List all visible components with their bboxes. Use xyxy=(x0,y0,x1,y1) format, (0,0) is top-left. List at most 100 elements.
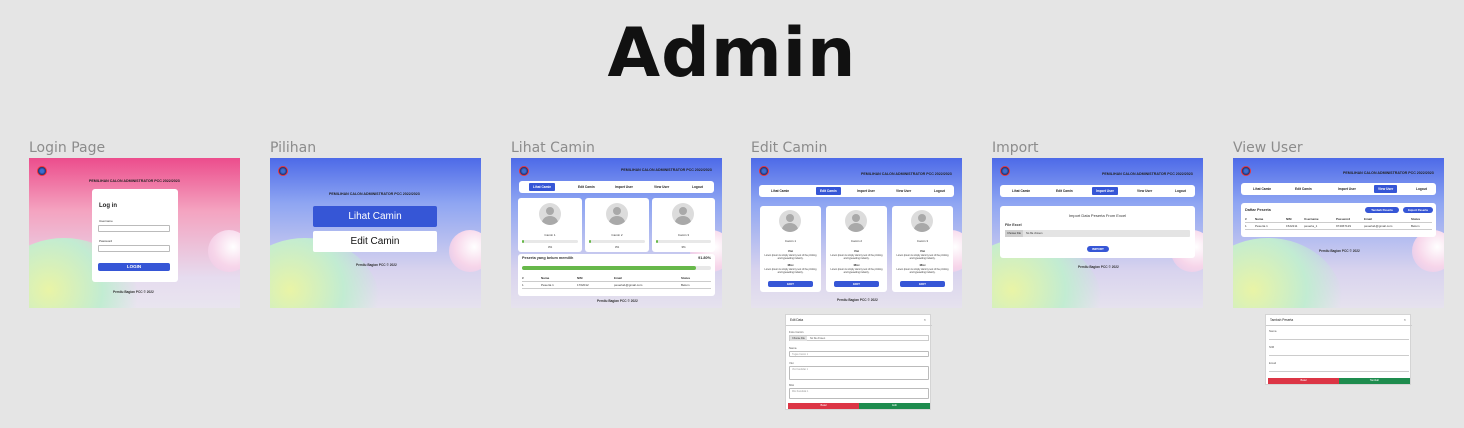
nav-view-user[interactable]: View User xyxy=(896,189,912,193)
vote-percent: 3% xyxy=(681,245,686,249)
nav-view-user[interactable]: View User xyxy=(1374,185,1398,193)
nama-input[interactable] xyxy=(1269,339,1409,340)
email-label: Email xyxy=(1269,361,1276,365)
login-frame: PEMILIHAN CALON ADMINISTRATOR PCC 2022/2… xyxy=(29,158,240,308)
password-label: Password xyxy=(99,239,113,243)
td-no: 1 xyxy=(522,283,524,287)
edit-button[interactable]: EDIT xyxy=(834,281,879,287)
password-input[interactable] xyxy=(98,245,170,252)
username-input[interactable] xyxy=(98,225,170,232)
td-status: Belum xyxy=(1411,224,1420,228)
candidate-name: Camin 3 xyxy=(916,239,929,243)
footer: Pemilu Bagian PCC © 2022 xyxy=(356,263,397,267)
edit-camin-button[interactable]: Edit Camin xyxy=(313,231,437,252)
vote-percent: 3% xyxy=(614,245,620,249)
footer: Pemilu Bagian PCC © 2022 xyxy=(837,298,878,302)
candidate-card: Camin 3 Visi Lorem Ipsum is simply dummy… xyxy=(892,206,953,292)
th-status: Status xyxy=(681,276,691,280)
candidate-name: Camin 3 xyxy=(677,233,690,237)
nav-import-user[interactable]: Import User xyxy=(1338,187,1356,191)
table-divider xyxy=(522,281,711,282)
brand-header: PEMILIHAN CALON ADMINISTRATOR PCC 2022/2… xyxy=(621,168,712,172)
edit-button[interactable]: EDIT xyxy=(900,281,945,287)
nav-edit-camin[interactable]: Edit Camin xyxy=(816,187,841,195)
nav-logout[interactable]: Logout xyxy=(1416,187,1427,191)
misi-label: Misi xyxy=(789,383,794,387)
visi-label: Visi xyxy=(919,249,926,253)
choose-file-button[interactable]: Choose File xyxy=(790,336,807,341)
candidate-name: Camin 1 xyxy=(784,239,797,243)
table-divider xyxy=(522,288,711,289)
nama-input[interactable]: Tugas Camin 1 xyxy=(789,351,929,357)
candidate-card: Camin 1 Visi Lorem Ipsum is simply dummy… xyxy=(760,206,821,292)
nav-import-user[interactable]: Import User xyxy=(857,189,875,193)
nav-logout[interactable]: Logout xyxy=(692,185,703,189)
lihat-frame: PEMILIHAN CALON ADMINISTRATOR PCC 2022/2… xyxy=(511,158,722,308)
misi-text: Lorem Ipsum is simply dummy text of the … xyxy=(764,268,817,274)
edit-frame: PEMILIHAN CALON ADMINISTRATOR PCC 2022/2… xyxy=(751,158,962,308)
nav-lihat-camin[interactable]: Lihat Camin xyxy=(529,183,556,191)
save-button[interactable]: Tambah xyxy=(1339,378,1410,384)
edit-button[interactable]: EDIT xyxy=(768,281,813,287)
login-button[interactable]: LOGIN xyxy=(98,263,170,271)
nav-bar: Lihat Camin Edit Camin Import User View … xyxy=(1241,183,1436,195)
candidate-card: Camin 3 3% xyxy=(652,198,715,252)
frame-label-view: View User xyxy=(1233,140,1303,156)
username-label: Username xyxy=(99,219,113,223)
voters-card: Peserta yang belum memilih 91.80% # Nama… xyxy=(518,254,715,296)
th-username: Username xyxy=(1304,217,1319,221)
lihat-camin-button[interactable]: Lihat Camin xyxy=(313,206,437,227)
th-nama: Nama xyxy=(541,276,550,280)
nav-view-user[interactable]: View User xyxy=(654,185,670,189)
th-password: Password xyxy=(1336,217,1351,221)
th-status: Status xyxy=(1411,217,1421,221)
add-user-button[interactable]: Tambah Peserta xyxy=(1365,207,1399,213)
choose-file-button[interactable]: Choose File xyxy=(1005,230,1023,237)
vote-progress xyxy=(656,240,711,243)
export-button[interactable]: Export Peserta xyxy=(1403,207,1433,213)
nav-logout[interactable]: Logout xyxy=(1175,189,1186,193)
brand-header: PEMILIHAN CALON ADMINISTRATOR PCC 2022/2… xyxy=(1102,172,1193,176)
nav-logout[interactable]: Logout xyxy=(934,189,945,193)
candidate-card: Camin 1 3% xyxy=(518,198,582,252)
nav-import-user[interactable]: Import User xyxy=(1092,187,1118,195)
visi-textarea[interactable]: Visi Kandidat 1 xyxy=(789,366,929,380)
file-input[interactable]: Choose File No file chosen xyxy=(1005,230,1190,237)
nav-edit-camin[interactable]: Edit Camin xyxy=(1295,187,1312,191)
nav-edit-camin[interactable]: Edit Camin xyxy=(1056,189,1073,193)
foto-input[interactable]: Choose File No file chosen xyxy=(789,335,929,341)
nim-input[interactable] xyxy=(1269,355,1409,356)
visi-label: Visi xyxy=(787,249,794,253)
nav-lihat-camin[interactable]: Lihat Camin xyxy=(771,189,790,193)
nav-view-user[interactable]: View User xyxy=(1137,189,1153,193)
voters-title: Peserta yang belum memilih xyxy=(522,256,574,260)
decor-orb xyxy=(449,230,481,272)
candidate-name: Camin 1 xyxy=(544,233,556,237)
nav-edit-camin[interactable]: Edit Camin xyxy=(578,185,595,189)
file-status: No file chosen xyxy=(810,337,826,340)
import-button[interactable]: IMPORT xyxy=(1087,246,1109,252)
misi-textarea[interactable]: Misi Kandidat 1 xyxy=(789,388,929,399)
nav-bar: Lihat Camin Edit Camin Import User View … xyxy=(1000,185,1195,197)
modal-title: Tambah Peserta xyxy=(1270,318,1294,322)
import-card: Import Data Peserta From Excel File Exce… xyxy=(1000,206,1195,258)
nav-lihat-camin[interactable]: Lihat Camin xyxy=(1253,187,1272,191)
view-frame: PEMILIHAN CALON ADMINISTRATOR PCC 2022/2… xyxy=(1233,158,1444,308)
misi-text: Lorem Ipsum is simply dummy text of the … xyxy=(896,268,949,274)
frame-label-login: Login Page xyxy=(29,140,106,156)
vote-percent: 3% xyxy=(547,245,553,249)
cancel-button[interactable]: Batal xyxy=(788,403,859,409)
save-button[interactable]: Edit xyxy=(859,403,930,409)
cancel-button[interactable]: Batal xyxy=(1268,378,1339,384)
nav-lihat-camin[interactable]: Lihat Camin xyxy=(1012,189,1031,193)
th-nama: Nama xyxy=(1255,217,1264,221)
email-input[interactable] xyxy=(1269,371,1409,372)
avatar xyxy=(779,210,801,232)
close-icon[interactable]: × xyxy=(923,317,926,322)
visi-label: Visi xyxy=(789,361,794,365)
voters-progress xyxy=(522,266,711,270)
close-icon[interactable]: × xyxy=(1403,317,1406,322)
candidate-name: Camin 2 xyxy=(850,239,863,243)
nav-import-user[interactable]: Import User xyxy=(615,185,633,189)
th-nim: NIM xyxy=(1286,217,1292,221)
